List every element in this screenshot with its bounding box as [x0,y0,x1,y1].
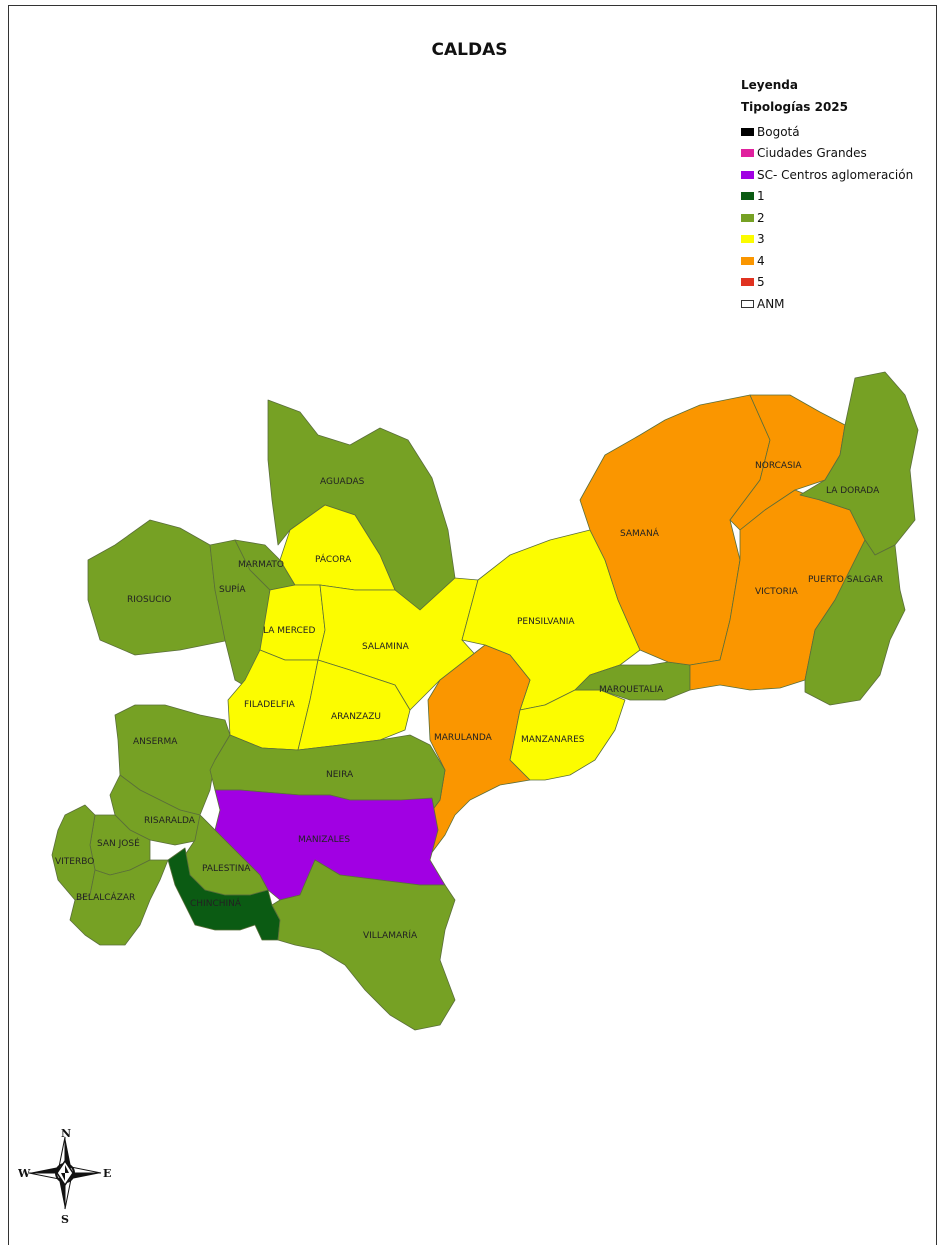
legend-item: 3 [741,229,913,251]
municipality-villamaria [271,859,456,1031]
label-viterbo: VITERBO [55,857,94,867]
legend-item: 1 [741,186,913,208]
label-pensilvania: PENSILVANIA [517,617,575,627]
map-frame [8,5,937,1245]
label-belalcazar: BELALCÁZAR [76,891,135,903]
legend-swatch [741,256,754,265]
legend-item-label: 4 [757,253,765,268]
compass-w: W [18,1167,31,1180]
legend-item: 5 [741,272,913,294]
legend-swatch [741,149,754,158]
label-norcasia: NORCASIA [755,461,802,471]
label-la-dorada: LA DORADA [826,486,880,496]
legend-item: Ciudades Grandes [741,143,913,165]
label-pacora: PÁCORA [315,553,352,565]
label-aranzazu: ARANZAZU [331,712,381,722]
legend-item: SC- Centros aglomeración [741,164,913,186]
municipality-marulanda [424,644,531,856]
label-palestina: PALESTINA [202,864,251,874]
label-anserma: ANSERMA [133,737,178,747]
municipality-viterbo [51,804,96,901]
compass-s: S [61,1213,69,1225]
label-chinchina: CHINCHINÁ [190,897,242,909]
label-puerto-salgar: PUERTO SALGAR [808,575,883,585]
municipality-aranzazu [297,659,411,751]
label-san-jose: SAN JOSÉ [97,837,140,849]
municipality-la-merced [259,584,326,661]
legend-item-label: 5 [757,275,765,290]
map-title: CALDAS [431,40,508,60]
label-manizales: MANIZALES [298,835,350,845]
legend-item-label: ANM [757,296,785,311]
legend-item: ANM [741,293,913,315]
legend-swatch [741,278,754,287]
label-filadelfia: FILADELFIA [244,700,296,710]
label-marulanda: MARULANDA [434,733,493,743]
label-manzanares: MANZANARES [521,735,585,745]
compass-n: N [61,1127,71,1140]
legend: Leyenda Tipologías 2025 Bogotá Ciudades … [741,77,913,315]
municipality-labels: AGUADAS PÁCORA MARMATO SUPÍA RIOSUCIO LA… [55,461,883,941]
label-neira: NEIRA [326,770,354,780]
label-aguadas: AGUADAS [320,477,365,487]
label-marquetalia: MARQUETALIA [599,685,664,695]
legend-swatch [741,235,754,244]
label-samana: SAMANÁ [620,527,660,539]
legend-heading: Leyenda [741,78,798,92]
legend-swatch [741,127,754,136]
legend-subheading: Tipologías 2025 [741,100,849,114]
legend-item-label: 1 [757,189,765,204]
legend-item-label: Ciudades Grandes [757,146,867,161]
legend-swatch [741,170,754,179]
label-villamaria: VILLAMARÍA [363,929,418,941]
legend-item: Bogotá [741,121,913,143]
municipality-riosucio [87,519,231,656]
label-supia: SUPÍA [219,583,246,595]
legend-item: 4 [741,250,913,272]
legend-item-label: 3 [757,232,765,247]
legend-swatch [741,192,754,201]
legend-item-label: Bogotá [757,124,800,139]
municipality-belalcazar [69,859,169,946]
label-riosucio: RIOSUCIO [127,595,171,605]
legend-swatch [741,213,754,222]
legend-swatch [741,299,754,308]
compass-e: E [103,1167,111,1180]
municipality-puerto-salgar [804,539,906,706]
label-risaralda: RISARALDA [144,816,196,826]
legend-item-label: SC- Centros aglomeración [757,167,914,182]
legend-item-label: 2 [757,210,765,225]
compass-rose-icon: N S E W [18,1127,111,1225]
legend-item: 2 [741,207,913,229]
label-marmato: MARMATO [238,560,284,570]
label-salamina: SALAMINA [362,642,410,652]
municipality-manzanares [509,689,626,781]
label-la-merced: LA MERCED [263,626,315,636]
label-victoria: VICTORIA [755,587,799,597]
